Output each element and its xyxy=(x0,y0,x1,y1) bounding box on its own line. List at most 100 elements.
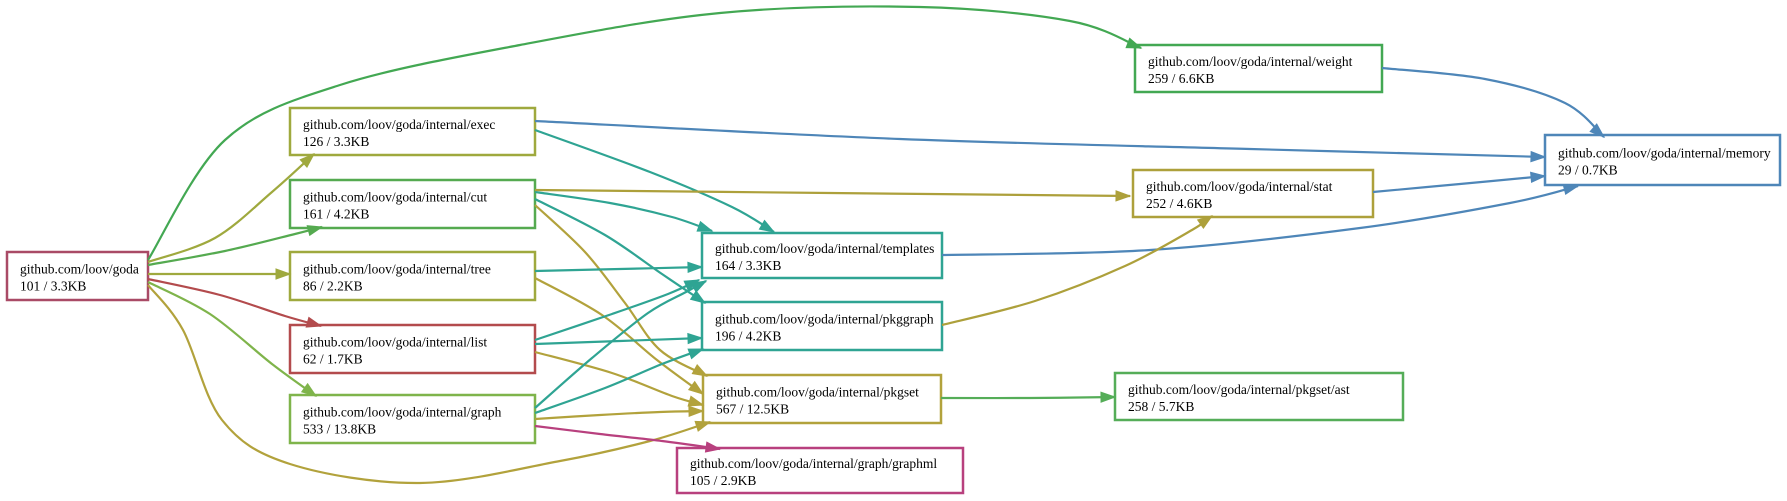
node-stats-weight: 259 / 6.6KB xyxy=(1148,71,1214,86)
edge-line-goda-weight xyxy=(147,5,1142,261)
arrowhead-goda-cut xyxy=(306,225,324,237)
edge-cut-templates xyxy=(534,190,714,233)
node-stats-cut: 161 / 4.2KB xyxy=(303,207,369,222)
edge-goda-list xyxy=(147,277,323,328)
node-box-pkgset xyxy=(701,373,943,425)
node-stats-tree: 86 / 2.2KB xyxy=(303,279,363,294)
node-box-memory xyxy=(1543,133,1782,187)
node-cut: github.com/loov/goda/internal/cut 161 / 4… xyxy=(288,178,537,230)
edge-line-graph-pkggraph xyxy=(534,347,704,415)
node-label-graph: github.com/loov/goda/internal/graph xyxy=(303,405,502,420)
edge-line-exec-templates xyxy=(534,128,775,233)
node-pkggraph: github.com/loov/goda/internal/pkggraph19… xyxy=(700,300,944,352)
arrowhead-graph-pkgset xyxy=(688,405,705,418)
edge-cut-pkggraph xyxy=(534,198,707,304)
arrowhead-exec-memory xyxy=(1530,150,1547,163)
edge-line-graph-graphml xyxy=(534,424,721,451)
node-graph: github.com/loov/goda/internal/graph 533 /… xyxy=(288,393,537,445)
node-goda: github.com/loov/goda 101 / 3.3KB xyxy=(5,250,150,302)
node-stats-memory: 29 / 0.7KB xyxy=(1558,163,1618,178)
edge-tree-pkgset xyxy=(534,277,705,395)
node-stats-stat: 252 / 4.6KB xyxy=(1146,196,1212,211)
node-graphml: github.com/loov/goda/internal/graph/grap… xyxy=(675,446,965,495)
edge-graph-graphml xyxy=(534,424,722,453)
arrowhead-tree-templates xyxy=(687,261,704,274)
node-box-exec xyxy=(288,106,537,157)
arrowhead-list-pkgset xyxy=(687,395,705,407)
edge-weight-memory xyxy=(1381,66,1606,138)
node-stats-graph: 533 / 13.8KB xyxy=(303,422,376,437)
arrowhead-stat-memory xyxy=(1530,171,1547,184)
node-label-list: github.com/loov/goda/internal/list xyxy=(303,335,487,350)
node-box-templates xyxy=(700,231,944,280)
edge-goda-pkgset xyxy=(147,284,712,485)
edge-line-tree-templates xyxy=(534,265,703,273)
arrowhead-exec-templates xyxy=(758,219,776,233)
edge-pkgset-ast xyxy=(940,391,1117,403)
node-label-stat: github.com/loov/goda/internal/stat xyxy=(1146,179,1333,194)
edge-goda-tree xyxy=(147,268,292,280)
node-list: github.com/loov/goda/internal/list 62 / 1… xyxy=(288,323,537,375)
edge-goda-graph xyxy=(147,281,318,397)
node-box-graphml xyxy=(675,446,965,495)
node-stats-list: 62 / 1.7KB xyxy=(303,352,363,367)
edge-graph-pkgset xyxy=(534,405,705,421)
node-label-templates: github.com/loov/goda/internal/templates xyxy=(715,241,934,256)
node-label-pkgset: github.com/loov/goda/internal/pkgset xyxy=(716,385,919,400)
edge-list-pkgset xyxy=(534,350,705,407)
edge-line-pkgset-ast xyxy=(940,395,1116,400)
node-box-list xyxy=(288,323,537,375)
edge-line-list-pkggraph xyxy=(534,336,703,346)
node-box-graph xyxy=(288,393,537,445)
edge-stat-memory xyxy=(1372,171,1547,194)
node-label-memory: github.com/loov/goda/internal/memory xyxy=(1558,146,1771,161)
edge-cut-pkgset xyxy=(534,204,709,377)
edge-line-cut-stat xyxy=(534,188,1131,198)
node-stats-exec: 126 / 3.3KB xyxy=(303,134,369,149)
arrowhead-goda-weight xyxy=(1125,37,1143,49)
node-box-cut xyxy=(288,178,537,230)
edge-line-cut-pkgset xyxy=(534,204,708,377)
edge-line-cut-templates xyxy=(534,190,713,233)
node-stats-templates: 164 / 3.3KB xyxy=(715,258,781,273)
edge-line-list-templates xyxy=(534,278,700,342)
edge-tree-templates xyxy=(534,261,704,274)
edge-line-tree-pkgset xyxy=(534,277,704,395)
edge-graph-pkggraph xyxy=(534,347,705,415)
arrowhead-cut-templates xyxy=(696,220,714,232)
arrowhead-pkggraph-stat xyxy=(1196,215,1214,229)
node-label-pkggraph: github.com/loov/goda/internal/pkggraph xyxy=(715,312,934,327)
node-label-weight: github.com/loov/goda/internal/weight xyxy=(1148,54,1353,69)
edge-cut-stat xyxy=(534,188,1132,202)
node-stats-goda: 101 / 3.3KB xyxy=(20,279,86,294)
edge-line-pkggraph-stat xyxy=(941,215,1213,327)
edge-line-goda-exec xyxy=(147,153,315,264)
arrowhead-weight-memory xyxy=(1589,123,1606,138)
node-label-tree: github.com/loov/goda/internal/tree xyxy=(303,262,491,277)
arrowhead-cut-pkggraph xyxy=(689,290,707,304)
node-stats-pkgset: 567 / 12.5KB xyxy=(716,402,789,417)
arrowhead-goda-exec xyxy=(299,153,316,168)
node-label-cut: github.com/loov/goda/internal/cut xyxy=(303,190,487,205)
node-stats-ast: 258 / 5.7KB xyxy=(1128,399,1194,414)
edge-graph-templates xyxy=(534,280,708,409)
edge-exec-templates xyxy=(534,128,776,233)
arrowhead-cut-stat xyxy=(1115,190,1132,202)
edge-line-goda-list xyxy=(147,277,322,328)
arrowhead-graph-templates xyxy=(690,280,708,293)
edge-line-graph-pkgset xyxy=(534,409,704,421)
arrowhead-goda-graph xyxy=(300,382,318,397)
node-box-stat xyxy=(1131,168,1375,219)
arrowhead-graph-pkggraph xyxy=(687,348,705,360)
edge-list-templates xyxy=(534,278,701,342)
node-ast: github.com/loov/goda/internal/pkgset/ast… xyxy=(1113,371,1405,422)
node-memory: github.com/loov/goda/internal/memory 29 /… xyxy=(1543,133,1782,187)
arrowhead-goda-tree xyxy=(275,268,292,280)
node-stats-graphml: 105 / 2.9KB xyxy=(690,473,756,488)
arrowhead-graph-graphml xyxy=(704,441,722,453)
edge-line-graph-templates xyxy=(534,280,707,409)
node-label-goda: github.com/loov/goda xyxy=(20,262,139,277)
